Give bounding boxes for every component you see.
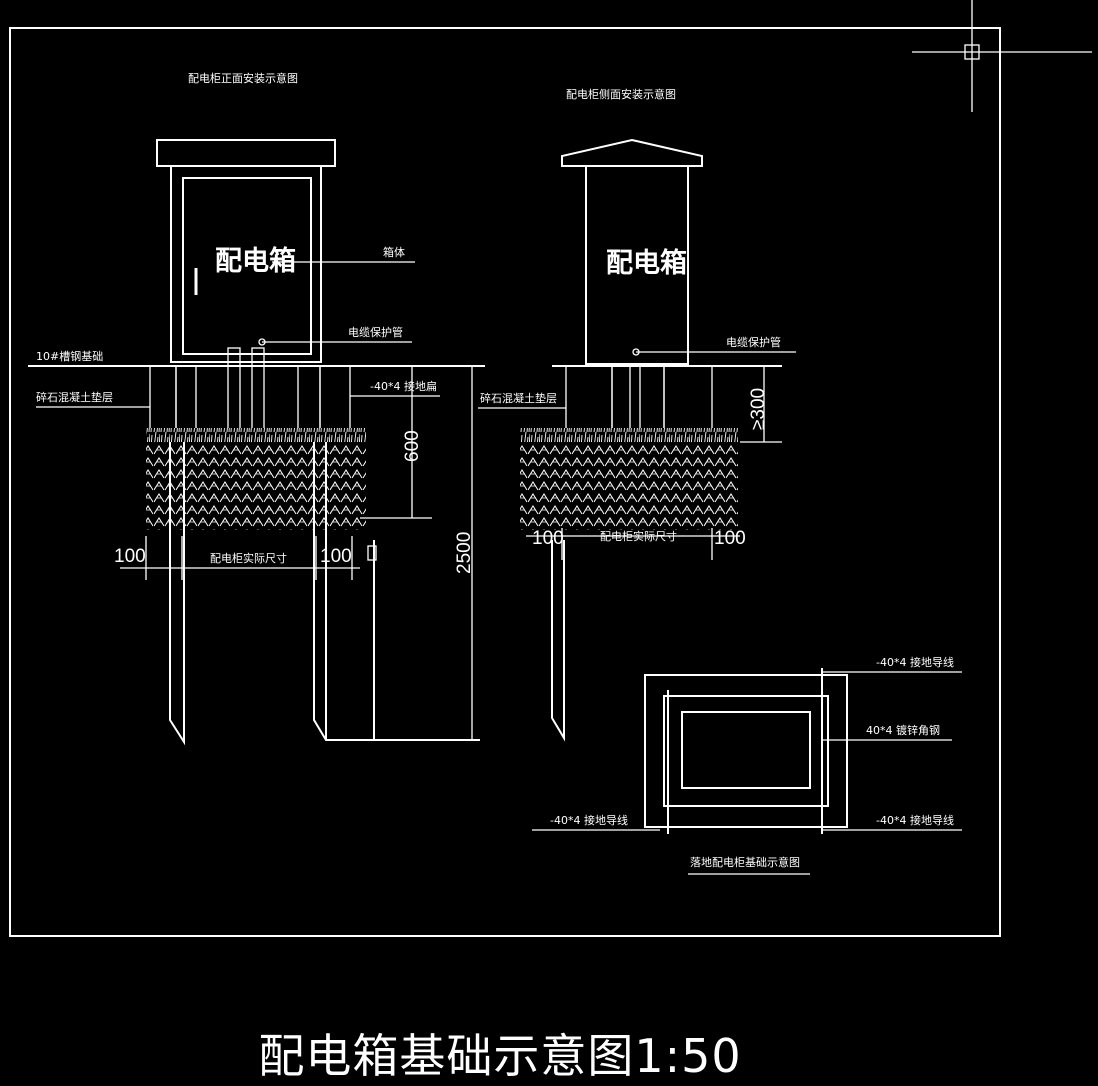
callout-channel-steel: 10#槽钢基础 [36, 350, 103, 363]
callout-plan-ground-wire-left: -40*4 接地导线 [550, 813, 628, 827]
front-cabinet-label: 配电箱 [215, 245, 296, 277]
dim-side-right-100: 100 [714, 528, 746, 549]
dim-300: ≥300 [748, 388, 769, 430]
front-view: 配电柜正面安装示意图 配电箱 箱体 电缆保护管 10#槽钢基础 碎石混凝土垫层 … [28, 71, 485, 746]
side-view: 配电柜侧面安装示意图 配电箱 电缆保护管 碎石混凝土垫层 ≥300 100 10… [478, 87, 796, 742]
callout-plan-ground-wire-top: -40*4 接地导线 [876, 655, 954, 669]
dim-front-base-size: 配电柜实际尺寸 [210, 551, 287, 565]
side-view-title: 配电柜侧面安装示意图 [566, 87, 676, 101]
drawing-frame [9, 27, 1001, 937]
side-cabinet-label: 配电箱 [606, 247, 687, 279]
dim-600: 600 [402, 430, 423, 462]
dim-2500: 2500 [454, 532, 475, 574]
callout-front-ground-strip: -40*4 接地扁 [370, 380, 437, 393]
dim-side-left-100: 100 [532, 528, 564, 549]
callout-plan-ground-wire-right: -40*4 接地导线 [876, 813, 954, 827]
callout-plan-angle-steel: 40*4 镀锌角钢 [866, 723, 940, 737]
plan-view: -40*4 接地导线 40*4 镀锌角钢 -40*4 接地导线 -40*4 接地… [532, 655, 962, 875]
callout-cabinet-body: 箱体 [383, 245, 405, 259]
callout-side-gravel: 碎石混凝土垫层 [480, 391, 557, 405]
dim-front-left-100: 100 [114, 546, 146, 567]
callout-front-gravel: 碎石混凝土垫层 [36, 390, 113, 404]
callout-side-conduit: 电缆保护管 [726, 335, 781, 349]
callout-front-conduit: 电缆保护管 [348, 325, 403, 339]
crosshair-cursor-icon [912, 0, 1092, 112]
drawing-main-title: 配电箱基础示意图1:50 [258, 1029, 742, 1083]
plan-view-title: 落地配电柜基础示意图 [690, 855, 800, 869]
dim-side-base-size: 配电柜实际尺寸 [600, 529, 677, 543]
front-view-title: 配电柜正面安装示意图 [188, 71, 298, 85]
dim-front-right-100: 100 [320, 546, 352, 567]
